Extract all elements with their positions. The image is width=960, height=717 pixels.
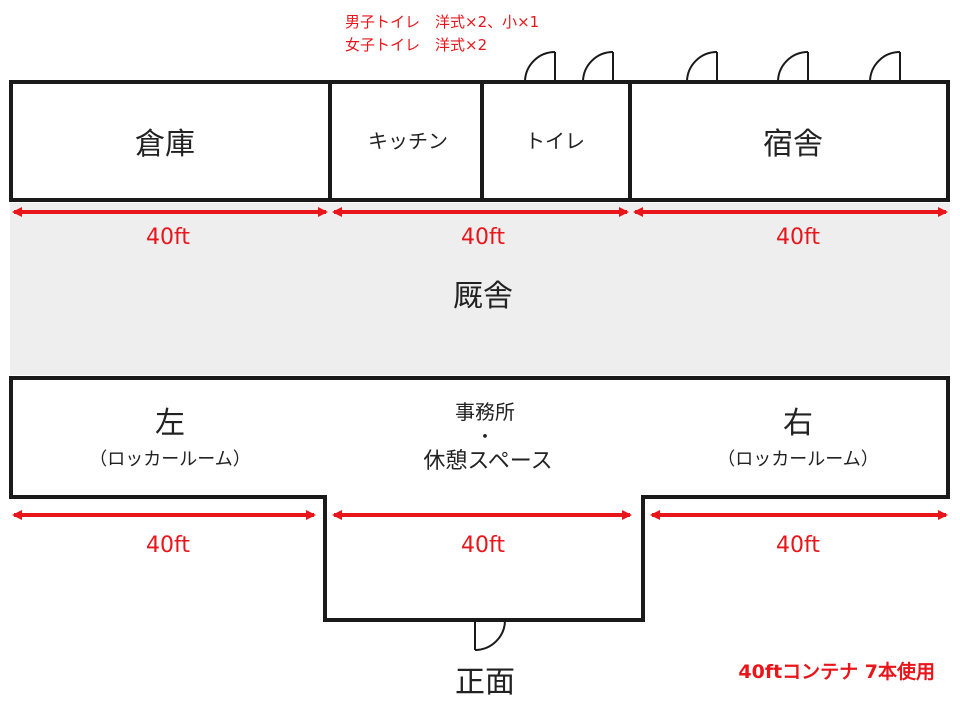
dimension-label: 40ft: [461, 533, 505, 558]
right-title: 右: [783, 406, 813, 441]
dormitory-room: [628, 80, 950, 202]
left-title: 左: [155, 406, 185, 441]
door-icon: [524, 51, 556, 83]
door-icon: [686, 51, 718, 83]
dimension-label: 40ft: [776, 225, 820, 250]
right-subtitle: （ロッカールーム）: [717, 449, 878, 470]
front-label: 正面: [455, 665, 515, 700]
office-block: [9, 376, 950, 622]
toilet-note-women: 女子トイレ 洋式×2: [345, 36, 487, 54]
door-icon: [869, 51, 901, 83]
office-line1: 事務所: [455, 400, 515, 424]
office-line2: 休憩スペース: [423, 449, 552, 474]
top-doors: [524, 51, 901, 83]
door-icon: [582, 51, 614, 83]
container-count-note: 40ftコンテナ 7本使用: [738, 660, 935, 683]
left-subtitle: （ロッカールーム）: [89, 449, 250, 470]
dormitory-label: 宿舎: [763, 127, 823, 162]
dimension-label: 40ft: [776, 533, 820, 558]
toilet-room: [480, 80, 632, 202]
warehouse-label: 倉庫: [135, 127, 195, 162]
dimension-label: 40ft: [146, 533, 190, 558]
door-icon: [474, 619, 506, 651]
office-dot: ・: [476, 427, 494, 448]
kitchen-label: キッチン: [368, 129, 448, 153]
warehouse-room: [9, 80, 332, 202]
toilet-label: トイレ: [525, 129, 585, 153]
dimension-label: 40ft: [461, 225, 505, 250]
dimension-label: 40ft: [146, 225, 190, 250]
stable-label: 厩舎: [453, 279, 513, 314]
toilet-note-men: 男子トイレ 洋式×2、小×1: [345, 13, 539, 31]
door-icon: [777, 51, 809, 83]
stable-area: [10, 203, 950, 375]
